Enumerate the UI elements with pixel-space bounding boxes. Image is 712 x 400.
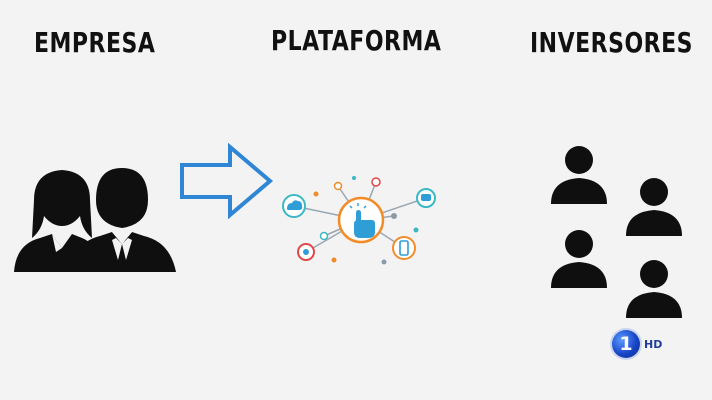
phone-node — [392, 236, 416, 260]
business-people-icon — [14, 168, 176, 272]
hd-label: HD — [644, 337, 663, 351]
hand-touch-icon — [354, 210, 375, 238]
arrow-right-icon — [180, 143, 274, 219]
empresa-heading: EMPRESA — [34, 28, 156, 60]
investor-person-2 — [626, 178, 682, 236]
inversores-heading: INVERSORES — [530, 28, 693, 60]
investors-icon — [551, 146, 682, 318]
plataforma-heading: PLATAFORMA — [271, 26, 442, 58]
investor-person-1 — [551, 146, 607, 204]
channel-logo: 1 HD — [612, 330, 662, 358]
businessman-icon — [72, 168, 176, 272]
channel-number: 1 — [612, 330, 640, 358]
investor-person-3 — [551, 230, 607, 288]
investor-person-4 — [626, 260, 682, 318]
network-platform-icon — [282, 176, 436, 265]
